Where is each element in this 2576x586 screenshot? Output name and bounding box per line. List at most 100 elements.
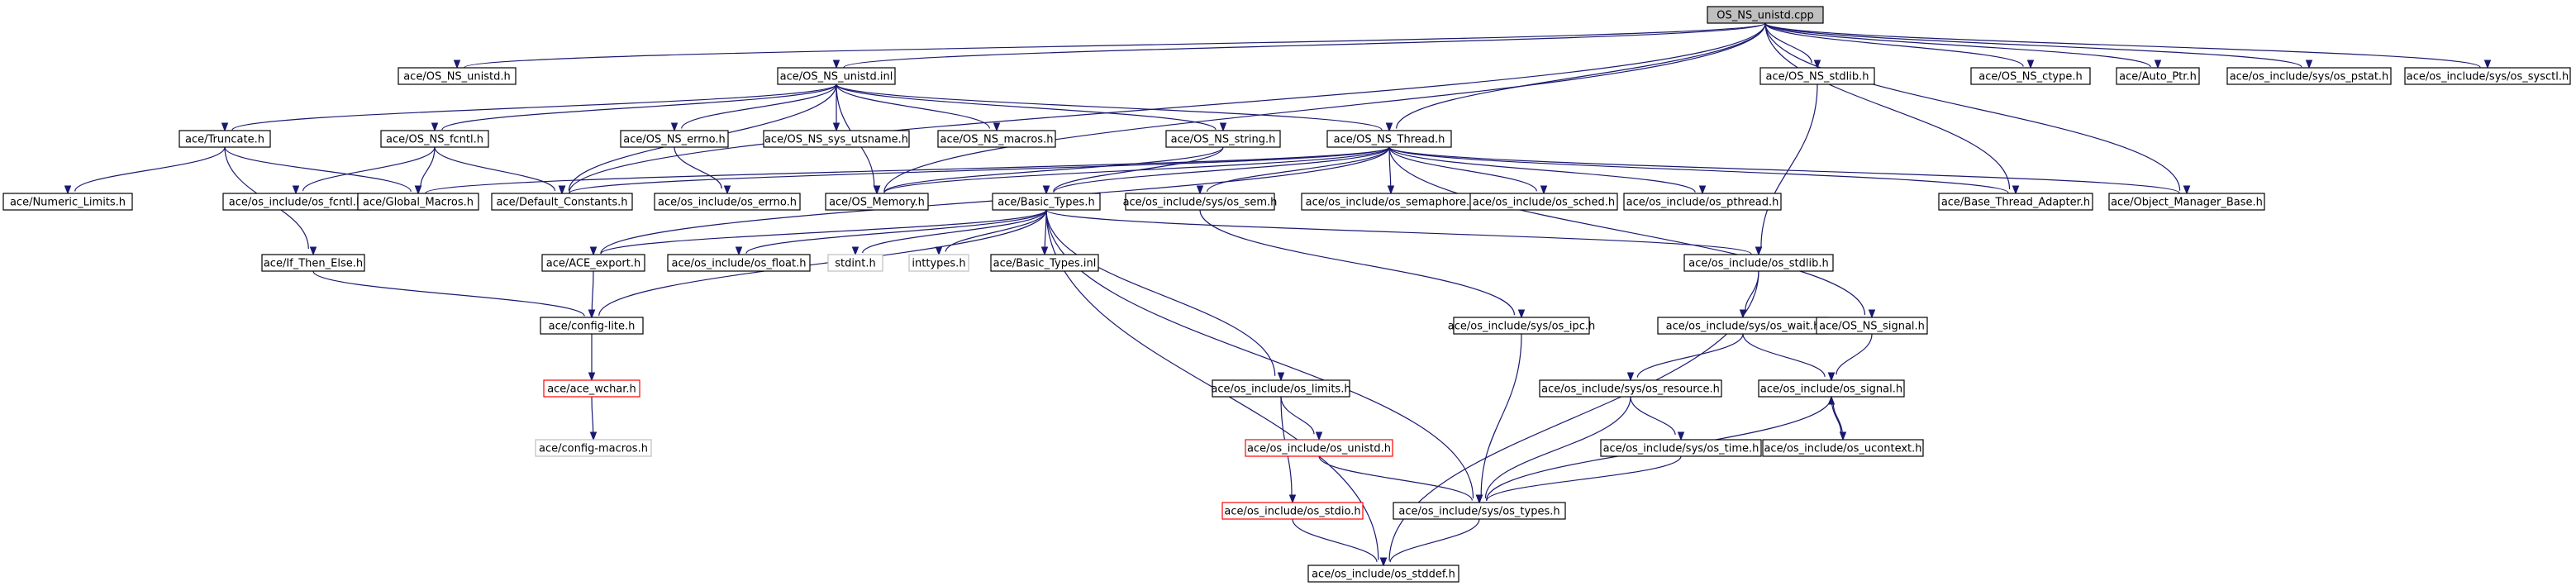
node-defconst[interactable]: ace/Default_Constants.h — [491, 193, 633, 211]
node-acewchar[interactable]: ace/ace_wchar.h — [543, 379, 640, 398]
arrowhead-basictypes-to-stdint — [851, 246, 859, 256]
node-macros[interactable]: ace/OS_NS_macros.h — [937, 130, 1056, 148]
node-aceexport[interactable]: ace/ACE_export.h — [541, 254, 645, 272]
edge-syswait-to-ossignal — [1742, 333, 1826, 377]
node-ossignal[interactable]: ace/os_include/os_signal.h — [1758, 379, 1905, 398]
node-globalmacros[interactable]: ace/Global_Macros.h — [357, 193, 479, 211]
node-semaphore[interactable]: ace/os_include/os_semaphore.h — [1301, 193, 1481, 211]
node-sysipc[interactable]: ace/os_include/sys/os_ipc.h — [1448, 317, 1595, 335]
node-stdint[interactable]: stdint.h — [827, 254, 883, 272]
node-sched[interactable]: ace/os_include/os_sched.h — [1469, 193, 1618, 211]
node-truncate[interactable]: ace/Truncate.h — [179, 130, 271, 148]
arrowhead-unistd_inl-to-macros — [993, 122, 1001, 132]
node-pstat[interactable]: ace/os_include/sys/os_pstat.h — [2226, 67, 2392, 85]
node-ctype_h[interactable]: ace/OS_NS_ctype.h — [1970, 67, 2091, 85]
edge-systime-to-systypes — [1486, 455, 1682, 502]
node-label-autoptr: ace/Auto_Ptr.h — [2119, 71, 2197, 83]
node-label-stdlib_h: ace/OS_NS_stdlib.h — [1766, 71, 1869, 83]
node-oserrno[interactable]: ace/os_include/os_errno.h — [654, 193, 801, 211]
node-systypes[interactable]: ace/os_include/sys/os_types.h — [1393, 502, 1566, 520]
node-label-systypes: ace/os_include/sys/os_types.h — [1398, 506, 1559, 518]
node-pthread[interactable]: ace/os_include/os_pthread.h — [1623, 193, 1782, 211]
node-box-pstat — [2226, 67, 2392, 85]
node-ifthen[interactable]: ace/If_Then_Else.h — [261, 254, 365, 272]
edge-ifthen-to-configlite — [312, 270, 585, 317]
node-basictypes[interactable]: ace/Basic_Types.h — [992, 193, 1101, 211]
node-btadapter[interactable]: ace/Base_Thread_Adapter.h — [1938, 193, 2093, 211]
node-configlite[interactable]: ace/config-lite.h — [540, 317, 644, 335]
edge-thread-to-nssignal — [1388, 146, 1866, 316]
arrowhead-unistd_inl-to-thread — [1385, 122, 1393, 132]
node-fcntl[interactable]: ace/OS_NS_fcntl.h — [380, 130, 489, 148]
node-box-ucontext — [1762, 439, 1924, 457]
node-memory[interactable]: ace/OS_Memory.h — [825, 193, 929, 211]
node-box-errno — [620, 130, 729, 148]
arrowhead-thread-to-nssignal — [1868, 309, 1876, 319]
node-label-basicinl: ace/Basic_Types.inl — [993, 258, 1097, 270]
edge-basictypes-to-configlite — [598, 209, 1047, 316]
node-label-sysctl: ace/os_include/sys/os_sysctl.h — [2407, 71, 2569, 83]
node-thread[interactable]: ace/OS_NS_Thread.h — [1326, 130, 1452, 148]
node-syssem[interactable]: ace/os_include/sys/os_sem.h — [1123, 193, 1278, 211]
node-label-configmacros: ace/config-macros.h — [539, 443, 648, 455]
edge-systypes-to-osstddef — [1389, 518, 1480, 563]
node-box-btadapter — [1938, 193, 2093, 211]
node-osfloat[interactable]: ace/os_include/os_float.h — [667, 254, 811, 272]
node-osstddef[interactable]: ace/os_include/os_stddef.h — [1307, 565, 1459, 583]
node-configmacros[interactable]: ace/config-macros.h — [535, 439, 652, 457]
arrowhead-ossignal-to-systypes — [1475, 494, 1483, 504]
node-inttypes[interactable]: inttypes.h — [908, 254, 969, 272]
node-osstdio[interactable]: ace/os_include/os_stdio.h — [1221, 502, 1364, 520]
node-nssignal[interactable]: ace/OS_NS_signal.h — [1816, 317, 1928, 335]
node-box-ctype_h — [1970, 67, 2091, 85]
edge-truncate-to-numlimits — [74, 146, 226, 192]
node-label-sysresource: ace/os_include/sys/os_resource.h — [1541, 384, 1720, 396]
node-systime[interactable]: ace/os_include/sys/os_time.h — [1600, 439, 1762, 457]
arrowhead-unistd_inl-to-utsname — [832, 122, 840, 132]
edge-unistd_inl-to-fcntl — [441, 83, 837, 131]
node-sysctl[interactable]: ace/os_include/sys/os_sysctl.h — [2404, 67, 2571, 85]
arrowhead-nssignal-to-ossignal — [1827, 372, 1836, 382]
edge-root-to-memory — [883, 22, 1766, 193]
edge-root-to-ctype_h — [1764, 22, 2024, 67]
edge-basictypes-to-stdint — [862, 209, 1047, 254]
node-string[interactable]: ace/OS_NS_string.h — [1165, 130, 1281, 148]
node-syswait[interactable]: ace/os_include/sys/os_wait.h — [1657, 317, 1829, 335]
node-label-oslimits: ace/os_include/os_limits.h — [1211, 384, 1350, 396]
edge-basictypes-to-osfloat — [745, 209, 1047, 255]
edge-root-to-btadapter — [1764, 22, 2011, 189]
node-label-numlimits: ace/Numeric_Limits.h — [10, 197, 126, 209]
edge-fcntl-to-defconst — [434, 146, 556, 192]
arrowhead-thread-to-pthread — [1698, 185, 1707, 195]
node-box-osfloat — [667, 254, 811, 272]
arrowhead-basictypes-to-basicinl — [1040, 246, 1049, 256]
node-label-ctype_h: ace/OS_NS_ctype.h — [1978, 71, 2083, 83]
node-unistd_inl[interactable]: ace/OS_NS_unistd.inl — [777, 67, 896, 85]
node-unistd_h[interactable]: ace/OS_NS_unistd.h — [398, 67, 517, 85]
node-label-syswait: ace/os_include/sys/os_wait.h — [1666, 321, 1821, 333]
edge-thread-to-basictypes — [1053, 146, 1390, 193]
node-osunistd[interactable]: ace/os_include/os_unistd.h — [1245, 439, 1393, 457]
node-numlimits[interactable]: ace/Numeric_Limits.h — [2, 193, 133, 211]
node-osfcntl[interactable]: ace/os_include/os_fcntl.h — [222, 193, 369, 211]
node-box-numlimits — [2, 193, 133, 211]
node-errno[interactable]: ace/OS_NS_errno.h — [620, 130, 729, 148]
node-stdlib_h[interactable]: ace/OS_NS_stdlib.h — [1759, 67, 1875, 85]
node-autoptr[interactable]: ace/Auto_Ptr.h — [2116, 67, 2200, 85]
node-box-string — [1165, 130, 1281, 148]
arrowhead-oslimits-to-osstdio — [1288, 494, 1297, 504]
node-ucontext[interactable]: ace/os_include/os_ucontext.h — [1762, 439, 1924, 457]
node-box-thread — [1326, 130, 1452, 148]
node-basicinl[interactable]: ace/Basic_Types.inl — [990, 254, 1099, 272]
edge-fcntl-to-osfcntl — [302, 146, 436, 192]
node-osstdlib[interactable]: ace/os_include/os_stdlib.h — [1683, 254, 1834, 272]
node-utsname[interactable]: ace/OS_NS_sys_utsname.h — [763, 130, 910, 148]
node-box-osstdio — [1221, 502, 1364, 520]
node-label-semaphore: ace/os_include/os_semaphore.h — [1306, 197, 1477, 209]
node-sysresource[interactable]: ace/os_include/sys/os_resource.h — [1539, 379, 1722, 398]
edge-thread-to-defconst — [569, 146, 1390, 194]
edge-aceexport-to-configlite — [591, 270, 594, 311]
node-objmgr[interactable]: ace/Object_Manager_Base.h — [2108, 193, 2265, 211]
edge-string-to-memory — [883, 146, 1224, 193]
node-oslimits[interactable]: ace/os_include/os_limits.h — [1211, 379, 1351, 398]
